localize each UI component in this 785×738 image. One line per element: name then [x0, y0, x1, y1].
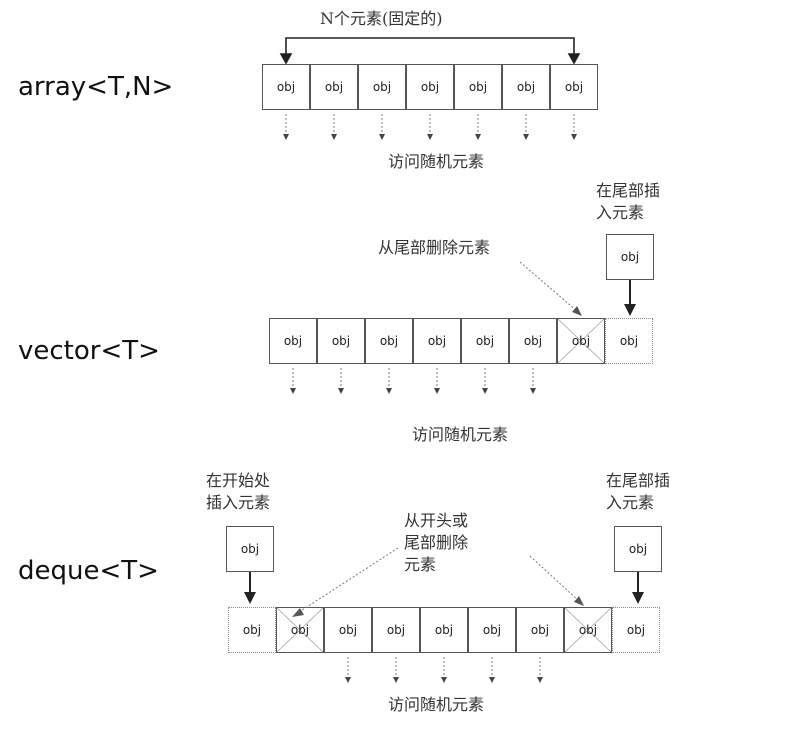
deque-front-empty-slot: obj — [228, 607, 276, 653]
vector-insert-label-line2: 入元素 — [596, 203, 645, 222]
array-cell: obj — [262, 64, 310, 110]
vector-cell: obj — [365, 318, 413, 364]
vector-cell: obj — [413, 318, 461, 364]
deque-back-insert-arrow — [632, 572, 644, 604]
vector-cell: obj — [509, 318, 557, 364]
array-bracket-arrow — [279, 37, 581, 65]
deque-cell-removed-front: obj — [276, 607, 324, 653]
vector-insert-arrow — [624, 280, 636, 316]
vector-cell-removed: obj — [557, 318, 605, 364]
deque-cell: obj — [324, 607, 372, 653]
vector-label: vector<T> — [18, 336, 160, 366]
deque-back-insert-line2: 入元素 — [606, 493, 655, 512]
array-cell: obj — [454, 64, 502, 110]
vector-empty-slot: obj — [605, 318, 653, 364]
array-cell: obj — [358, 64, 406, 110]
deque-access-label: 访问随机元素 — [388, 695, 485, 714]
array-cell: obj — [502, 64, 550, 110]
vector-cell: obj — [461, 318, 509, 364]
deque-cell: obj — [372, 607, 420, 653]
array-access-arrows — [283, 114, 577, 140]
vector-cell: obj — [317, 318, 365, 364]
deque-front-insert-line1: 在开始处 — [206, 471, 271, 490]
deque-cell-removed-back: obj — [564, 607, 612, 653]
array-fixed-count-label: N个元素(固定的) — [320, 9, 443, 28]
deque-cell: obj — [468, 607, 516, 653]
vector-cell: obj — [269, 318, 317, 364]
array-cell: obj — [310, 64, 358, 110]
deque-back-insert-line1: 在尾部插 — [606, 471, 671, 490]
deque-remove-line3: 元素 — [404, 555, 437, 574]
deque-front-insert-line2: 插入元素 — [206, 493, 271, 512]
array-cell: obj — [406, 64, 454, 110]
deque-label: deque<T> — [18, 556, 159, 586]
vector-insert-label-line1: 在尾部插 — [596, 181, 661, 200]
deque-front-insert-obj: obj — [226, 526, 274, 572]
vector-insert-obj: obj — [606, 234, 654, 280]
vector-access-label: 访问随机元素 — [412, 425, 509, 444]
vector-remove-arrow — [519, 261, 582, 316]
deque-cell: obj — [420, 607, 468, 653]
deque-cell: obj — [516, 607, 564, 653]
array-cell: obj — [550, 64, 598, 110]
deque-back-empty-slot: obj — [612, 607, 660, 653]
vector-access-arrows — [290, 368, 536, 394]
array-access-label: 访问随机元素 — [388, 152, 485, 171]
deque-remove-line2: 尾部删除 — [404, 533, 469, 552]
array-label: array<T,N> — [18, 72, 174, 102]
deque-front-insert-arrow — [244, 572, 256, 604]
deque-back-insert-obj: obj — [614, 526, 662, 572]
deque-remove-line1: 从开头或 — [404, 511, 469, 530]
deque-access-arrows — [345, 657, 543, 683]
vector-remove-label: 从尾部删除元素 — [378, 238, 491, 257]
